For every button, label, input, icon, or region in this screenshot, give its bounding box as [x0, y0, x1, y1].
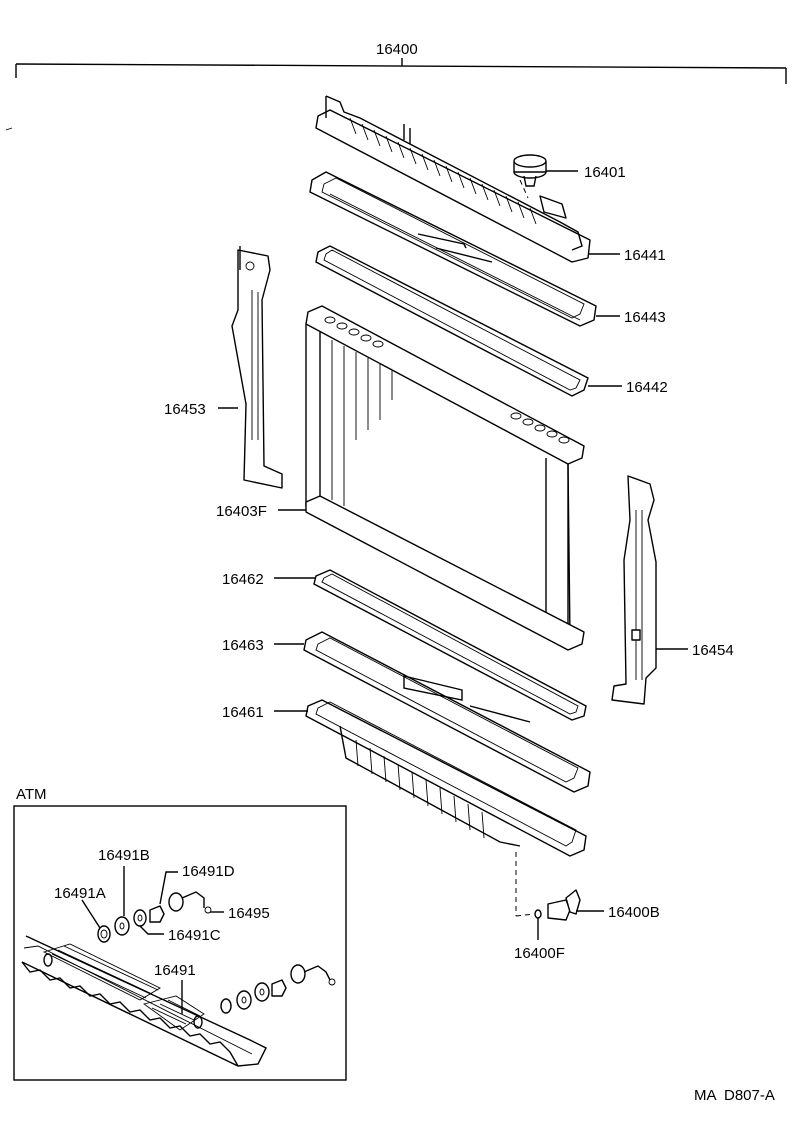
washer-b	[114, 916, 130, 936]
assembly-bracket	[15, 58, 787, 84]
cap-guide	[519, 179, 529, 199]
label-washer-d: 16491D	[182, 863, 235, 880]
label-washer-c: 16491C	[168, 927, 221, 944]
stray-mark	[5, 127, 13, 131]
label-right-support: 16454	[692, 642, 734, 659]
assembly-label: 16400	[376, 41, 418, 58]
lower-washer-set	[220, 964, 336, 1014]
right-support	[611, 475, 657, 705]
upper-gasket	[315, 245, 589, 397]
drain-gasket	[534, 909, 542, 919]
label-drain-gasket: 16400F	[514, 945, 565, 962]
radiator-cap	[513, 154, 547, 187]
upper-tank	[315, 95, 591, 263]
label-lower-tank: 16461	[222, 704, 264, 721]
label-lower-gasket-frame: 16463	[222, 637, 264, 654]
lower-gasket-frame	[303, 631, 591, 793]
label-cap: 16401	[584, 164, 626, 181]
atm-inset-frame	[13, 805, 347, 1081]
upper-gasket-frame	[309, 171, 597, 327]
drain-cock	[547, 889, 581, 921]
label-left-support: 16453	[164, 401, 206, 418]
washer-d	[149, 905, 165, 923]
label-upper-tank: 16441	[624, 247, 666, 264]
label-washer-a: 16491A	[54, 885, 106, 902]
label-drain-cock: 16400B	[608, 904, 660, 921]
left-support	[231, 246, 283, 489]
label-core: 16403F	[216, 503, 267, 520]
leader-washer-a	[81, 899, 101, 929]
label-upper-gasket-frame: 16443	[624, 309, 666, 326]
leader-washer-c	[139, 925, 164, 935]
diagram-code: MA D807-A	[694, 1087, 775, 1104]
label-lower-gasket: 16462	[222, 571, 264, 588]
lower-tank	[305, 699, 587, 857]
leader-washer-d	[159, 871, 178, 905]
radiator-core	[305, 305, 585, 651]
label-hose-fitting: 16495	[228, 905, 270, 922]
washer-a	[97, 925, 111, 943]
label-washer-b: 16491B	[98, 847, 150, 864]
inset-title: ATM	[16, 786, 47, 803]
label-upper-gasket: 16442	[626, 379, 668, 396]
drain-guide-2	[515, 913, 535, 917]
label-oil-cooler: 16491	[154, 962, 196, 979]
hose-fitting	[168, 891, 212, 914]
oil-cooler	[21, 935, 267, 1067]
washer-c	[133, 909, 147, 927]
lower-gasket	[313, 569, 587, 721]
